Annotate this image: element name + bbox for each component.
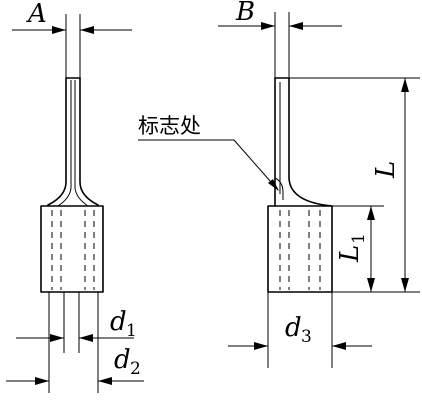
label-d1-sub: 1 — [126, 321, 137, 341]
dim-L1: L 1 — [335, 206, 375, 292]
label-B: B — [235, 0, 255, 27]
dim-d3: d 3 — [228, 313, 372, 350]
right-barrel — [267, 205, 333, 293]
left-tongue — [47, 77, 67, 206]
label-d2: d — [114, 345, 131, 375]
dim-L: L — [371, 78, 409, 292]
label-d3: d — [285, 313, 302, 343]
left-barrel — [40, 205, 104, 293]
label-d3-sub: 3 — [301, 327, 312, 347]
left-view — [40, 14, 104, 393]
dim-B: B — [218, 0, 342, 30]
label-mark-location: 标志处 — [138, 114, 201, 138]
label-A: A — [26, 0, 47, 29]
dim-d2: d 2 — [6, 345, 144, 385]
label-L1-sub: 1 — [349, 233, 369, 244]
label-d1: d — [110, 307, 127, 337]
label-d2-sub: 2 — [130, 359, 141, 379]
label-L: L — [371, 161, 401, 179]
mark-location-callout: 标志处 — [138, 114, 279, 191]
dim-A: A — [12, 0, 132, 34]
dim-d1: d 1 — [16, 307, 137, 342]
label-L1: L — [335, 245, 365, 263]
